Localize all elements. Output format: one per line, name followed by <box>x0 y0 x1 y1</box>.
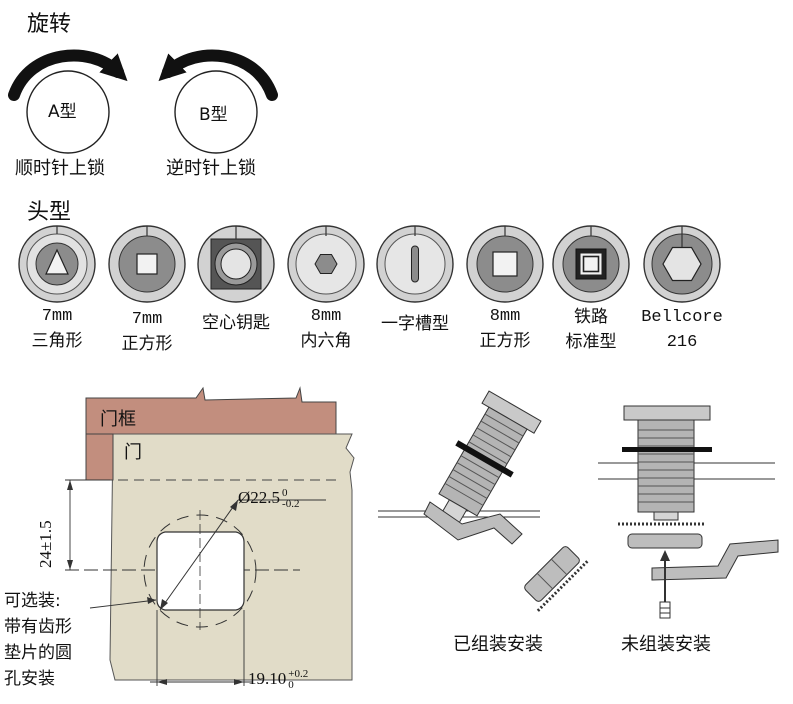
square-8mm-head-icon <box>466 225 544 303</box>
a-type-caption: 顺时针上锁 <box>15 158 105 179</box>
mounting-hole-shape <box>156 531 245 611</box>
rotation-title: 旋转 <box>27 12 72 37</box>
height-dimension-label: 24±1.5 <box>36 520 55 568</box>
bellcore-hex-head-icon <box>643 225 721 303</box>
b-type-circle <box>174 70 258 154</box>
railway-standard-head-icon <box>552 225 630 303</box>
counterclockwise-arrow-icon <box>158 49 278 101</box>
installation-drawing <box>65 386 779 686</box>
optional-install-note: 可选装: 带有齿形 垫片的圆 孔安装 <box>4 591 72 689</box>
hex-socket-head-icon <box>287 225 365 303</box>
slot-head-icon <box>376 225 454 303</box>
assembled-caption: 已组装安装 <box>453 634 543 655</box>
rotation-diagram <box>8 49 278 154</box>
unassembled-lock-illustration <box>598 405 779 619</box>
clockwise-arrow-icon <box>8 49 128 101</box>
door-label: 门 <box>124 442 142 463</box>
unassembled-caption: 未组装安装 <box>621 634 711 655</box>
assembled-lock-illustration <box>378 390 590 612</box>
triangle-head-icon <box>18 225 96 303</box>
b-type-caption: 逆时针上锁 <box>166 158 256 179</box>
head-label-slot: 一字槽型 <box>381 314 449 334</box>
a-type-label: A型 <box>48 102 77 122</box>
a-type-circle <box>26 70 110 154</box>
square-head-icon <box>108 225 186 303</box>
head-label-hollow-key: 空心钥匙 <box>202 313 270 333</box>
head-types-title: 头型 <box>27 200 72 225</box>
b-type-label: B型 <box>199 105 228 125</box>
hollow-key-head-icon <box>197 225 275 303</box>
head-label-railway: 铁路标准型 <box>565 307 617 352</box>
head-types-icons <box>18 225 721 303</box>
door-frame-label: 门框 <box>100 409 136 430</box>
